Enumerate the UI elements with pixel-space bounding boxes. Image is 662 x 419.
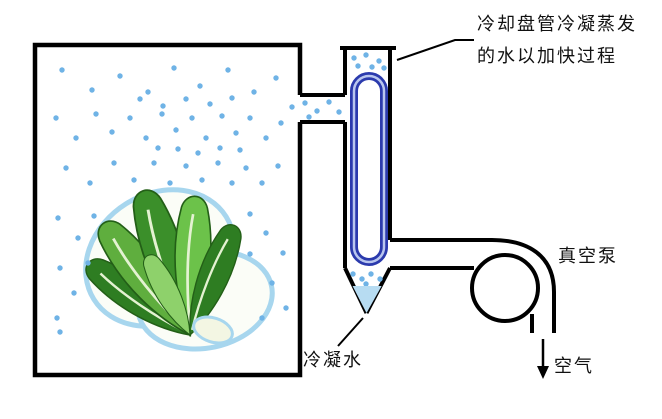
vacuum-pump-circle	[470, 253, 540, 323]
vapor-dots	[53, 52, 387, 335]
lettuce-leaves	[85, 189, 242, 337]
air-outlet-arrow	[537, 339, 549, 379]
air-label: 空气	[554, 356, 594, 376]
vacuum-pump-label: 真空泵	[558, 246, 618, 266]
cooling-coil	[350, 72, 388, 266]
lettuce-illustration	[83, 187, 275, 352]
condensate-pointer-line	[337, 317, 364, 347]
condensate-label: 冷凝水	[303, 350, 363, 370]
pump-duct	[390, 238, 556, 333]
coil-note-line2: 的水以加快过程	[477, 46, 617, 66]
cooling-coil-highlight	[352, 74, 386, 264]
vacuum-chamber-outline	[32, 42, 303, 378]
lettuce-stem	[192, 315, 234, 345]
condensate-pool	[352, 286, 382, 313]
connecting-pipe	[300, 93, 345, 124]
coil-note-pointer-line	[396, 39, 474, 61]
coil-note-line1: 冷却盘管冷凝蒸发	[477, 14, 637, 34]
